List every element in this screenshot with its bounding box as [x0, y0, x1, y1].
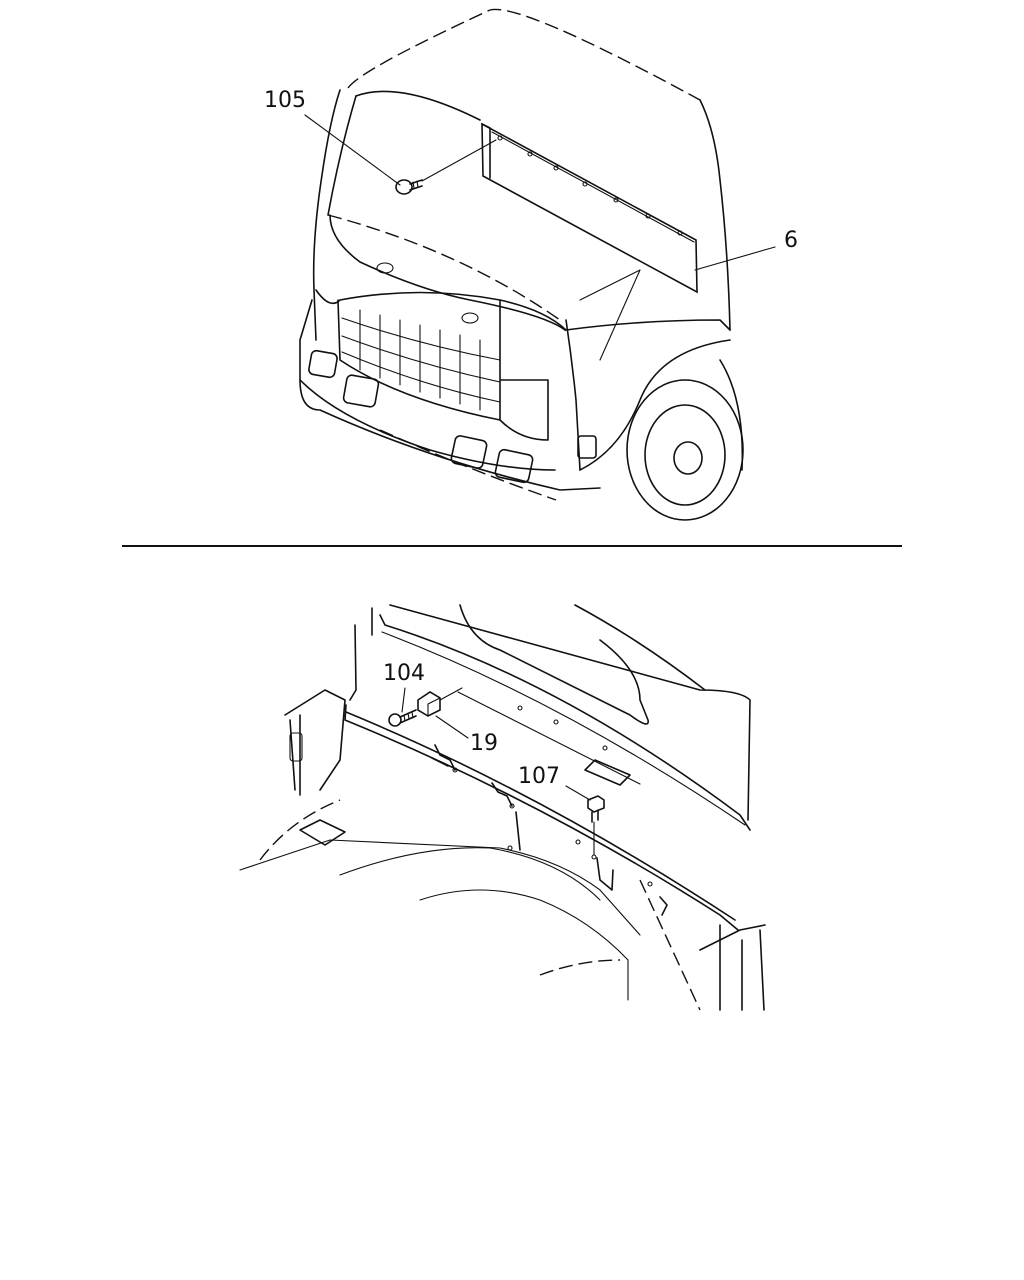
callout-19: 19: [470, 731, 498, 756]
callout-105: 105: [264, 88, 306, 113]
bolt-107-icon: [587, 795, 605, 860]
screw-104-icon: [388, 709, 417, 727]
screw-105-icon: [395, 139, 497, 195]
cab-interior-view: [239, 604, 766, 1011]
sun-visor-panel: [481, 122, 698, 294]
leader-19: [435, 715, 469, 739]
clip-19-icon: [417, 687, 463, 717]
callout-104: 104: [383, 661, 425, 686]
leader-6: [694, 246, 776, 271]
leader-107: [565, 785, 591, 801]
truck-cab-front-view: [299, 8, 744, 521]
leader-104: [401, 687, 406, 713]
callout-6: 6: [784, 228, 798, 253]
leader-105: [304, 114, 401, 186]
callout-107: 107: [518, 764, 560, 789]
